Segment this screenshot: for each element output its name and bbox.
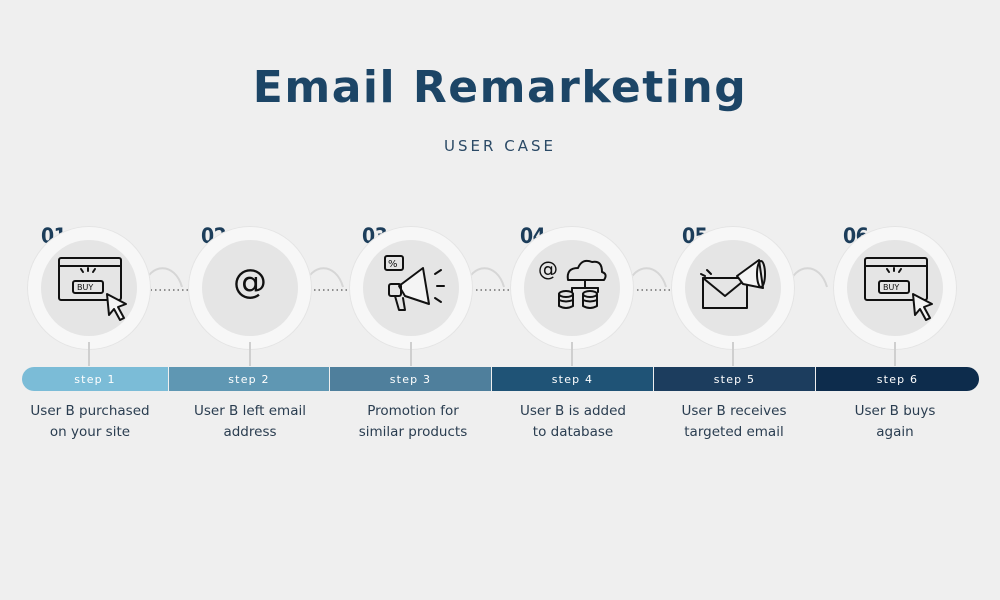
step-circle-5 — [671, 226, 795, 350]
step-description-3: Promotion for similar products — [338, 401, 488, 443]
cloud-database-icon: @ — [538, 257, 607, 309]
megaphone-discount-icon: % — [384, 255, 445, 311]
bar-step-3: step 3 — [330, 367, 491, 391]
step-description-2-line1: User B left email — [193, 403, 306, 419]
step-description-1-line2: on your site — [49, 424, 131, 440]
svg-text:@: @ — [538, 257, 558, 281]
step-description-2-line2: address — [223, 424, 277, 440]
bar-step-2: step 2 — [169, 367, 329, 391]
step-description-5-line2: targeted email — [684, 424, 784, 440]
step-description-5: User B receives targeted email — [659, 401, 809, 443]
step-circle-2: @ — [188, 226, 312, 350]
email-megaphone-icon — [700, 259, 766, 309]
buy-click-icon: BUY — [58, 257, 127, 321]
step-description-6-line1: User B buys — [854, 403, 936, 419]
step-description-1: User B purchased on your site — [15, 401, 165, 443]
svg-text:%: % — [388, 259, 398, 270]
step-description-2: User B left email address — [175, 401, 325, 443]
bar-step-1: step 1 — [22, 367, 168, 391]
bar-step-4: step 4 — [492, 367, 653, 391]
svg-text:BUY: BUY — [77, 283, 93, 292]
step-description-3-line2: similar products — [358, 424, 468, 440]
bar-step-5: step 5 — [654, 367, 815, 391]
step-stem-6 — [894, 342, 896, 366]
step-description-6: User B buys again — [820, 401, 970, 443]
step-description-5-line1: User B receives — [681, 403, 787, 419]
svg-text:BUY: BUY — [883, 283, 899, 292]
page-subtitle: USER CASE — [444, 137, 556, 155]
step-stem-2 — [249, 342, 251, 366]
step-description-4-line2: to database — [532, 424, 614, 440]
step-description-4-line1: User B is added — [520, 403, 626, 419]
buy-click-icon: BUY — [864, 257, 933, 321]
at-sign-icon: @ — [233, 262, 267, 302]
page-title: Email Remarketing — [252, 62, 748, 113]
step-description-4: User B is added to database — [498, 401, 648, 443]
step-stem-5 — [732, 342, 734, 366]
step-circle-4: @ — [510, 226, 634, 350]
svg-text:@: @ — [233, 262, 267, 302]
steps-bar: step 1 step 2 step 3 step 4 step 5 step … — [22, 367, 979, 391]
step-stem-4 — [571, 342, 573, 366]
step-stem-1 — [88, 342, 90, 366]
step-description-6-line2: again — [876, 424, 914, 440]
step-circle-1: BUY — [27, 226, 151, 350]
step-description-1-line1: User B purchased — [30, 403, 150, 419]
step-stem-3 — [410, 342, 412, 366]
step-circle-3: % — [349, 226, 473, 350]
step-description-3-line1: Promotion for — [367, 403, 459, 419]
bar-step-6: step 6 — [816, 367, 979, 391]
step-circle-6: BUY — [833, 226, 957, 350]
